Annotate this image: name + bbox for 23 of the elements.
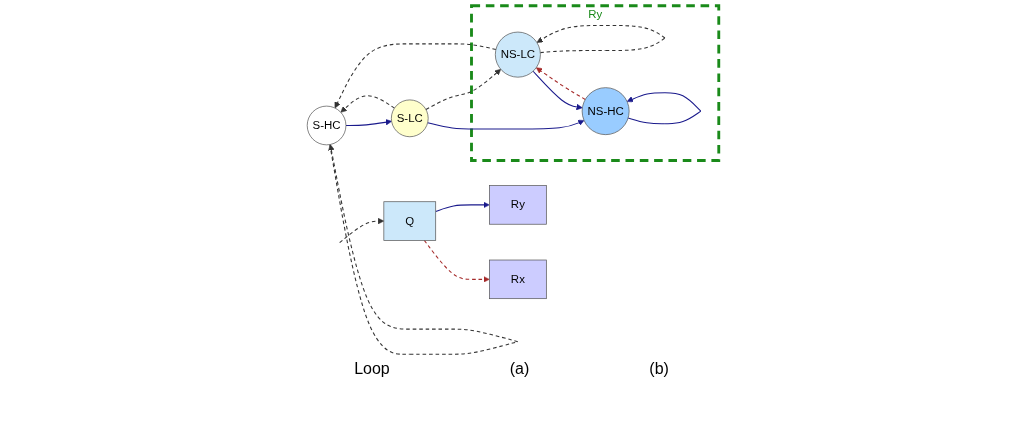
arrow	[532, 70, 583, 111]
caption-label: Loop	[354, 360, 390, 378]
arrow	[626, 92, 701, 125]
arrow	[338, 217, 384, 244]
arrow	[425, 69, 501, 111]
node-circle: S-HC	[306, 105, 346, 146]
arrow	[334, 43, 496, 109]
arrow	[327, 144, 518, 355]
arrow	[536, 24, 666, 54]
caption-label: (a)	[509, 360, 530, 378]
node-circle: S-LC	[390, 99, 429, 138]
arrow	[344, 119, 392, 126]
arrow	[434, 201, 490, 213]
node-box: Rx	[488, 259, 547, 300]
node-circle: NS-LC	[494, 31, 541, 78]
arrow	[423, 239, 490, 283]
arrow	[535, 67, 586, 100]
node-circle: NS-HC	[581, 87, 630, 135]
node-box: Ry	[488, 185, 547, 225]
arrow	[426, 119, 584, 130]
node-box: Q	[383, 201, 436, 241]
caption-label: (b)	[649, 360, 669, 378]
arrow	[340, 95, 395, 113]
